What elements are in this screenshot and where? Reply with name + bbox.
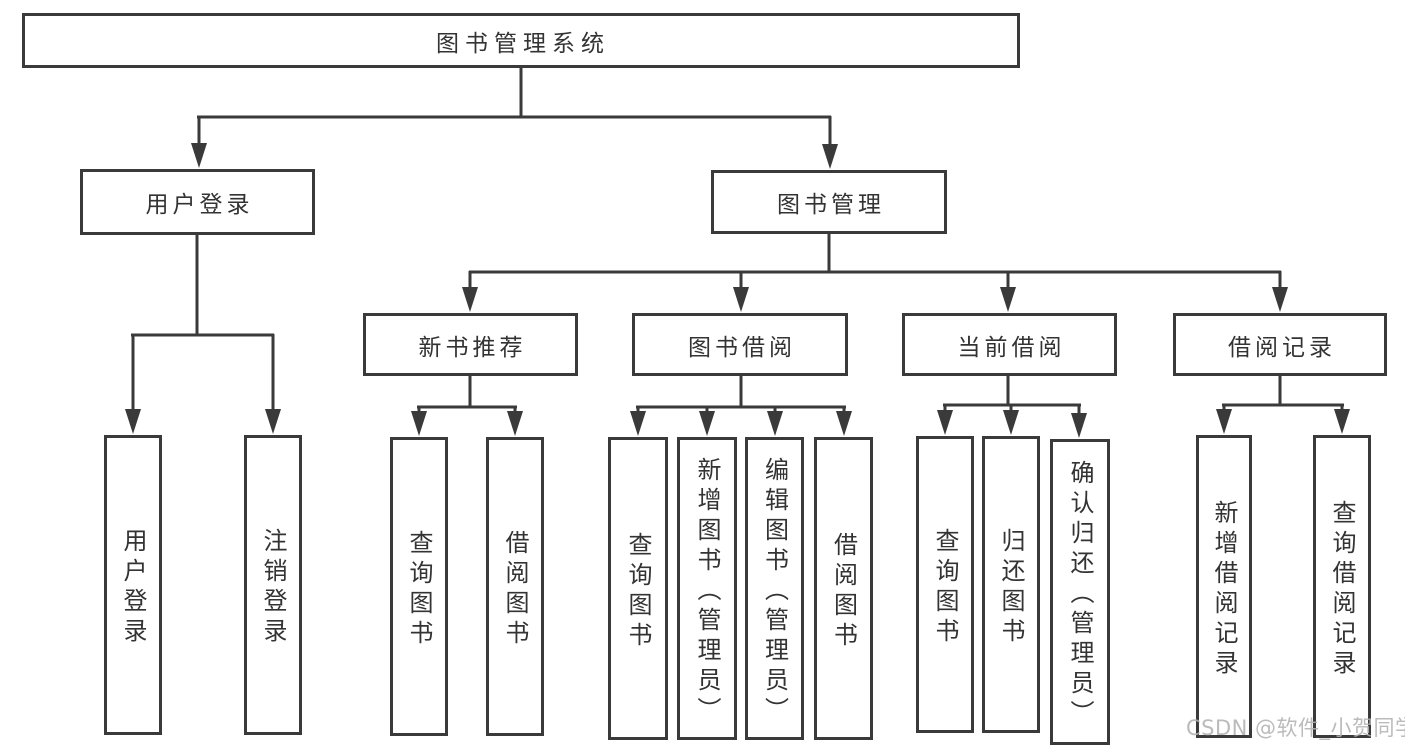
node-label: 确认归还（管理员） (1066, 460, 1094, 730)
arrowhead (1000, 287, 1016, 312)
node-label: 图书借阅 (688, 334, 796, 361)
node-label: 查询图书 (931, 527, 959, 648)
leaf-add-borrow-record: 新增借阅记录 (1196, 435, 1252, 738)
node-borrowing-records: 借阅记录 (1173, 313, 1387, 376)
connector-book-borrow-leaves (636, 376, 846, 413)
node-label: 借阅图书 (501, 529, 529, 650)
node-label: 图书管理系统 (436, 30, 610, 57)
node-book-management: 图书管理 (711, 170, 947, 234)
leaf-add-book-admin: 新增图书（管理员） (677, 437, 737, 740)
arrowhead (265, 409, 281, 434)
leaf-user-login: 用户登录 (104, 435, 162, 735)
connector-book-mgmt-level3 (468, 234, 1282, 290)
arrowhead (767, 411, 783, 436)
node-user-login: 用户登录 (80, 169, 315, 235)
node-label: 用户登录 (145, 192, 254, 218)
leaf-edit-book-admin: 编辑图书（管理员） (745, 437, 804, 740)
connector-user-login-leaves (131, 235, 275, 410)
node-label: 图书管理 (777, 192, 885, 218)
arrowhead (462, 287, 478, 312)
node-library-system: 图书管理系统 (22, 13, 1020, 68)
leaf-confirm-return-admin: 确认归还（管理员） (1050, 439, 1110, 745)
node-current-borrowing: 当前借阅 (902, 313, 1117, 376)
arrowhead (937, 410, 953, 435)
leaf-query-books-recommend: 查询图书 (390, 437, 448, 736)
watermark: CSDN @软件_小贺同学 (1186, 716, 1405, 740)
node-label: 编辑图书（管理员） (760, 456, 789, 727)
node-label: 归还图书 (997, 527, 1025, 648)
leaf-borrow-books-recommend: 借阅图书 (486, 437, 544, 736)
arrowhead (822, 144, 838, 169)
arrowhead (733, 287, 749, 312)
connector-current-borrow-leaves (943, 376, 1081, 415)
node-label: 查询借阅记录 (1328, 499, 1356, 680)
arrowhead (1334, 409, 1350, 434)
node-label: 查询图书 (624, 531, 652, 652)
arrowhead (699, 411, 715, 436)
arrowhead (630, 411, 646, 436)
leaf-borrow-books-borrowing: 借阅图书 (814, 437, 873, 740)
node-label: 借阅图书 (829, 531, 858, 652)
arrowhead (1071, 413, 1087, 438)
node-label: 用户登录 (119, 528, 147, 648)
arrowhead (191, 143, 207, 168)
arrowhead (1003, 410, 1019, 435)
connector-new-book-leaves (417, 376, 517, 413)
leaf-return-books: 归还图书 (982, 436, 1040, 733)
arrowhead (836, 411, 852, 436)
leaf-query-borrow-record: 查询借阅记录 (1313, 435, 1371, 738)
arrowhead (507, 411, 523, 436)
node-label: 借阅记录 (1228, 334, 1336, 361)
leaf-logout: 注销登录 (244, 435, 302, 735)
arrowhead (125, 409, 141, 434)
arrowhead (411, 411, 427, 436)
node-label: 当前借阅 (957, 334, 1066, 361)
arrowhead (1216, 409, 1232, 434)
node-label: 注销登录 (259, 528, 287, 648)
node-label: 查询图书 (405, 529, 433, 650)
node-label: 新增图书（管理员） (693, 456, 721, 727)
node-label: 新增借阅记录 (1210, 499, 1238, 680)
node-new-book-recommend: 新书推荐 (363, 313, 578, 376)
leaf-query-books-current: 查询图书 (916, 436, 974, 733)
node-book-borrowing: 图书借阅 (632, 313, 848, 376)
leaf-query-books-borrowing: 查询图书 (608, 437, 668, 740)
node-label: 新书推荐 (418, 334, 527, 361)
connector-root-level2 (197, 68, 832, 147)
connector-borrow-records-leaves (1222, 376, 1344, 411)
arrowhead (1272, 287, 1288, 312)
